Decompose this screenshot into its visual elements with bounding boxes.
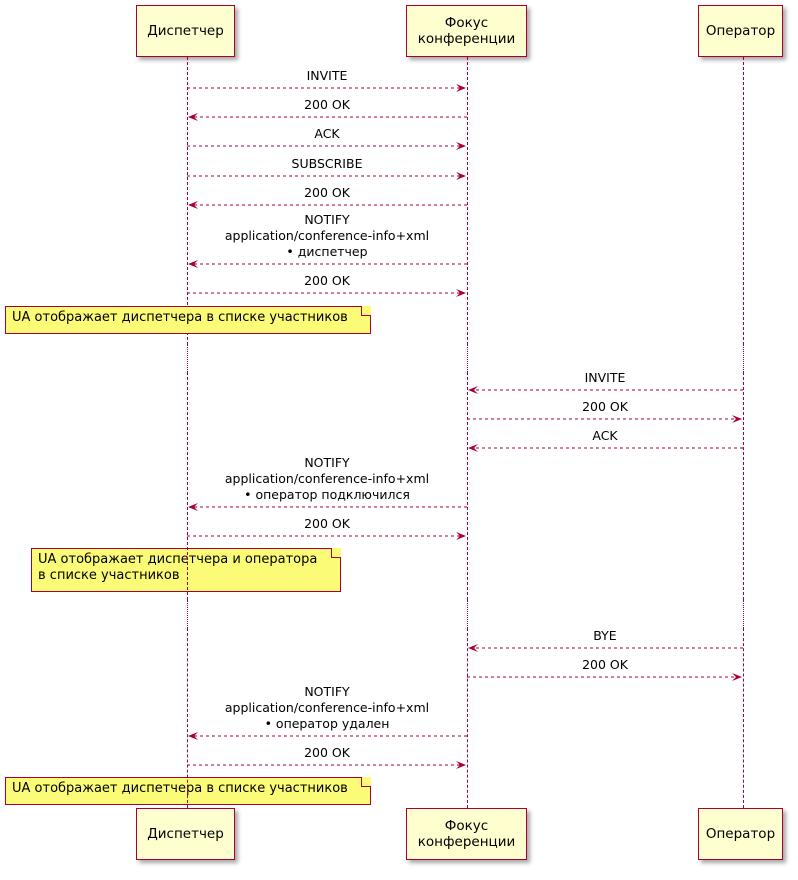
- lifeline-delay: [187, 345, 188, 372]
- arrowhead: [188, 260, 198, 268]
- arrowhead: [468, 644, 478, 652]
- arrowhead: [456, 761, 466, 769]
- lifeline-delay: [467, 600, 468, 628]
- message-label: 200 OK: [304, 516, 350, 531]
- participant-operator-top: Оператор: [698, 5, 783, 57]
- arrowhead: [468, 386, 478, 394]
- participant-conference-focus-bottom: Фокус конференции: [406, 808, 527, 860]
- message-label: 200 OK: [304, 273, 350, 288]
- note-fold: [361, 306, 371, 316]
- lifeline-dispatcher: [187, 57, 188, 345]
- message-label: 200 OK: [582, 399, 628, 414]
- lifeline-delay: [467, 345, 468, 372]
- message-label: NOTIFY application/conference-info+xml •…: [224, 212, 430, 259]
- arrowhead: [456, 532, 466, 540]
- participant-dispatcher-bottom: Диспетчер: [136, 808, 235, 860]
- participant-conference-focus-top: Фокус конференции: [406, 5, 527, 57]
- message-label: SUBSCRIBE: [291, 156, 363, 171]
- participant-dispatcher-top: Диспетчер: [136, 5, 235, 57]
- arrowhead: [188, 732, 198, 740]
- participant-operator-bottom: Оператор: [698, 808, 783, 860]
- arrowhead: [456, 142, 466, 150]
- arrowhead: [188, 503, 198, 511]
- message-label: ACK: [592, 428, 618, 443]
- note-fold: [331, 548, 341, 558]
- note: UA отображает диспетчера в списке участн…: [5, 306, 371, 334]
- message-label: INVITE: [584, 370, 626, 385]
- lifeline-conference-focus: [467, 57, 468, 345]
- lifeline-operator: [743, 57, 744, 345]
- arrowhead: [456, 84, 466, 92]
- message-label: NOTIFY application/conference-info+xml •…: [224, 455, 430, 502]
- lifeline-delay: [743, 345, 744, 372]
- note: UA отображает диспетчера в списке участн…: [5, 777, 371, 805]
- arrowhead: [188, 201, 198, 209]
- note-fold: [361, 777, 371, 787]
- lifeline-dispatcher: [187, 628, 188, 808]
- lifeline-operator: [743, 372, 744, 600]
- note: UA отображает диспетчера и оператора в с…: [31, 548, 341, 592]
- lifeline-dispatcher: [187, 372, 188, 600]
- message-label: 200 OK: [304, 185, 350, 200]
- arrowhead: [188, 113, 198, 121]
- lifeline-conference-focus: [467, 628, 468, 808]
- message-label: 200 OK: [304, 97, 350, 112]
- message-label: NOTIFY application/conference-info+xml •…: [224, 684, 430, 731]
- message-label: ACK: [314, 126, 340, 141]
- arrowhead: [732, 415, 742, 423]
- arrowhead: [456, 172, 466, 180]
- lifeline-conference-focus: [467, 372, 468, 600]
- message-label: BYE: [593, 628, 617, 643]
- lifeline-delay: [743, 600, 744, 628]
- lifeline-delay: [187, 600, 188, 628]
- arrowhead: [456, 289, 466, 297]
- message-label: 200 OK: [582, 657, 628, 672]
- lifeline-operator: [743, 628, 744, 808]
- message-label: INVITE: [306, 68, 348, 83]
- arrowhead: [468, 444, 478, 452]
- arrowhead: [732, 673, 742, 681]
- message-label: 200 OK: [304, 745, 350, 760]
